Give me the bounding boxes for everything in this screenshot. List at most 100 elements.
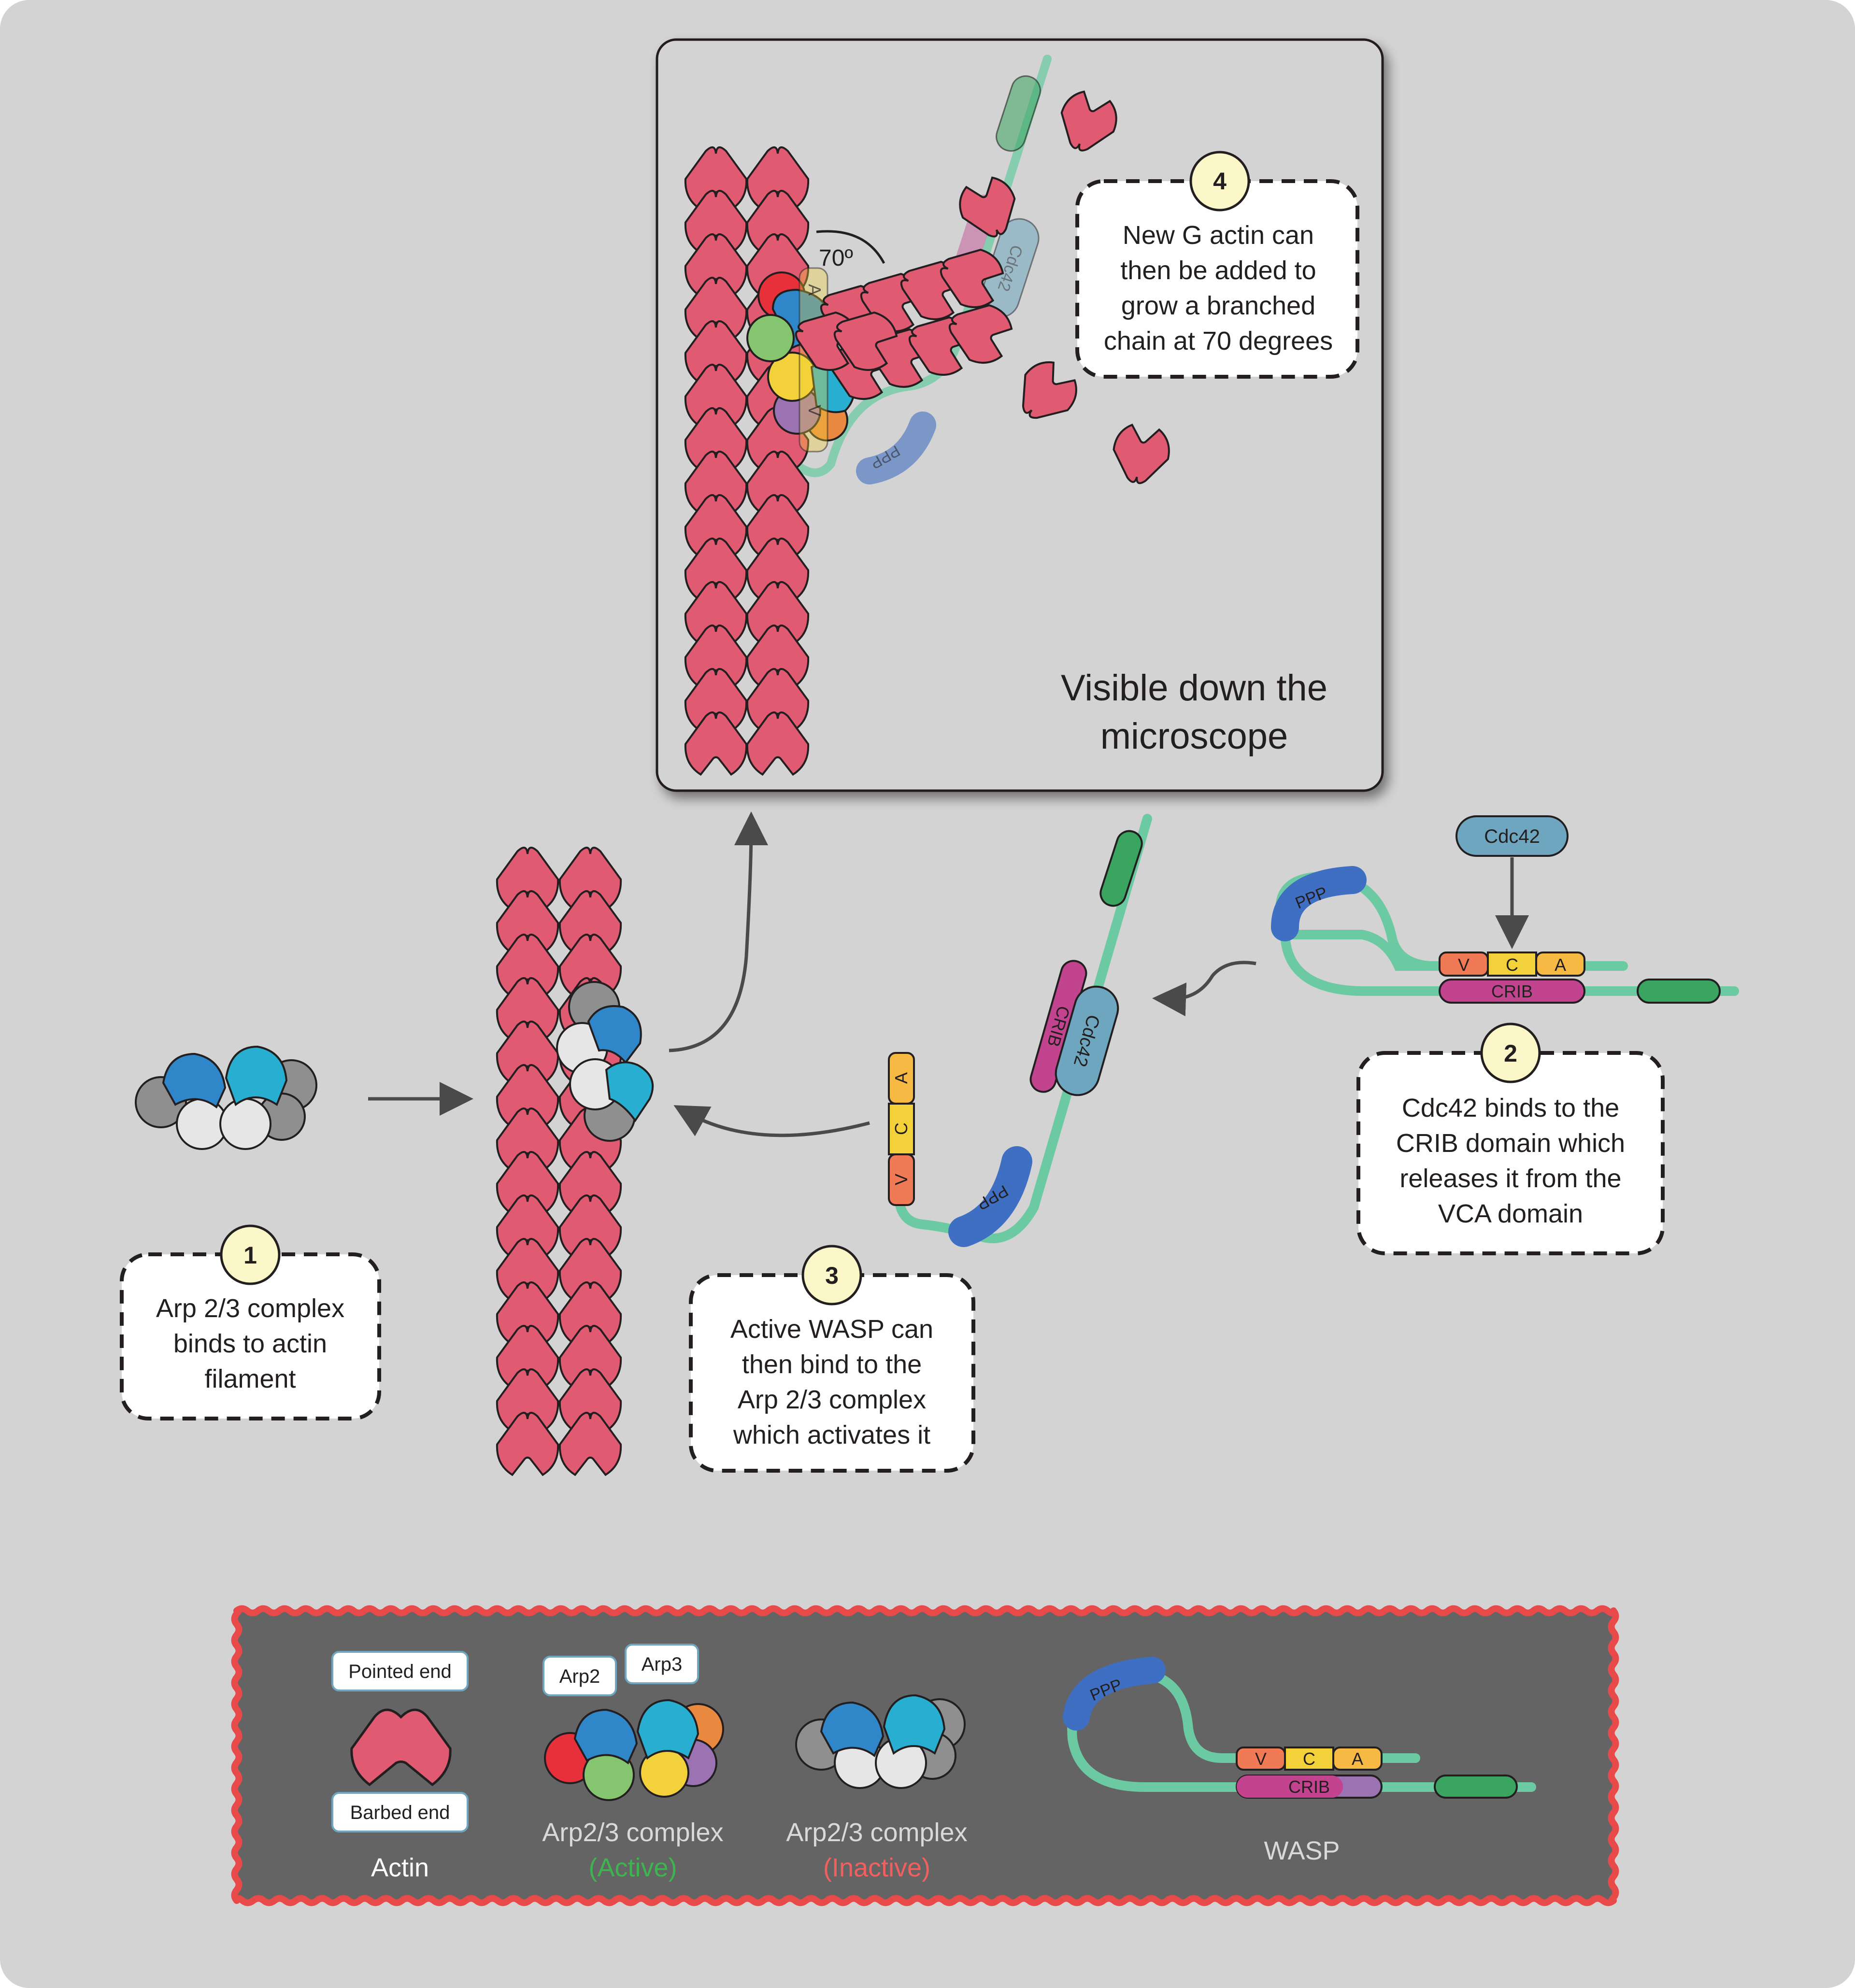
branch-actin-9 [833,311,898,371]
step-1-box: 1 Arp 2/3 complex binds to actin filamen… [120,1224,381,1420]
step-3-number: 3 [825,1262,839,1289]
step-2-number-badge [1480,1022,1541,1083]
free-g-actin-3 [1113,424,1170,484]
step-4-line-3: grow a branched [1121,291,1315,320]
step-1-number-badge [220,1224,281,1285]
active-wasp-green-tip [1099,830,1143,907]
legend-active-status: (Active) [588,1853,677,1882]
inset-vca-a: A [805,284,825,296]
inactive-wasp-ppp [1271,866,1367,941]
step1-complex-arp3 [225,1045,288,1107]
step-1-inactive-arp23-complex [135,1045,317,1150]
step-3-line-3: Arp 2/3 complex [738,1385,926,1414]
active-wasp-ppp [948,1146,1032,1247]
cdc42-free-label: Cdc42 [1484,826,1540,847]
legend-wasp-c: C [1303,1749,1315,1769]
cdc42-free [1455,815,1569,857]
inactive-vca-c [1487,951,1537,977]
step-2-line-3: releases it from the [1399,1164,1621,1193]
inset-actin-right-13 [746,711,810,776]
step1-complex-light-right [219,1098,271,1150]
inset-branched-filament [795,248,1013,400]
step-1-number: 1 [243,1242,257,1269]
step-1-line-2: binds to actin [173,1329,327,1358]
legend-wasp-a: A [1352,1749,1363,1769]
legend-wasp-icon: PPP V C A CRIB [1063,1657,1536,1799]
inactive-vca-v-label: V [1458,955,1470,975]
legend-actin-icon [350,1708,452,1787]
legend: Pointed end Barbed end Actin Arp2 Arp3 A… [231,1605,1619,1906]
step-4-box: 4 New G actin can then be added to grow … [1075,151,1359,379]
active-vca-v-label: V [891,1174,911,1185]
active-wasp-vca: A C V [888,1052,915,1206]
step-2-frame [1356,1051,1665,1255]
legend-barbed-end-tag [331,1792,469,1832]
free-g-actin-0 [1060,90,1117,152]
step-4-number-badge [1189,151,1250,212]
step-2-inactive-wasp: PPP V C A CRIB Cdc42 [1271,815,1739,1004]
legend-pointed-end: Pointed end [348,1661,452,1682]
middle-complex-arp2 [587,1005,642,1065]
active-wasp-cdc42 [1055,985,1119,1096]
inactive-vca-a [1535,951,1585,977]
step-3-line-2: then bind to the [742,1350,922,1379]
step-4-line-1: New G actin can [1123,221,1314,250]
legend-inactive-status: (Inactive) [823,1853,930,1882]
active-vca-c [888,1103,915,1155]
step-2-box: 2 Cdc42 binds to the CRIB domain which r… [1356,1022,1665,1255]
inset-vca-v: V [805,405,825,416]
step-4-line-2: then be added to [1120,256,1316,285]
arrow-wasp-to-complex [673,1105,870,1137]
free-g-actin-2 [1022,361,1077,419]
legend-actin-label: Actin [371,1853,429,1882]
step-3-active-wasp: CRIB Cdc42 PPP A C V [888,814,1152,1247]
inactive-wasp-green-tip [1637,979,1721,1004]
inset-green-tip [996,75,1041,152]
step-4-number: 4 [1213,168,1227,195]
inactive-crib-label: CRIB [1491,981,1533,1001]
active-vca-c-label: C [891,1122,911,1135]
legend-inactive-title: Arp2/3 complex [786,1818,967,1847]
step-3-box: 3 Active WASP can then bind to the Arp 2… [689,1245,975,1473]
step-3-line-1: Active WASP can [730,1315,933,1344]
middle-actin-left-13 [496,1412,559,1477]
inactive-vca-c-label: C [1506,955,1518,975]
inset-caption-line-2: microscope [1100,716,1288,757]
branch-actin-7 [948,304,1013,364]
legend-inactive-complex-icon [795,1694,966,1789]
legend-pointed-end-tag [331,1651,469,1691]
middle-complex-arp3 [605,1061,654,1122]
arrow-step2-to-step3 [1152,961,1256,1017]
inset-arp-green [746,314,795,362]
step-2-line-1: Cdc42 binds to the [1402,1093,1619,1122]
inactive-vca-a-label: A [1555,955,1566,975]
legend-active-complex-icon [544,1699,724,1801]
legend-wasp-label: WASP [1264,1836,1340,1865]
step-2-line-2: CRIB domain which [1396,1129,1625,1158]
step-2-line-4: VCA domain [1438,1199,1583,1228]
step-1-line-1: Arp 2/3 complex [156,1294,344,1323]
legend-arp2: Arp2 [559,1666,600,1687]
angle-arc [816,230,885,264]
legend-arp3: Arp3 [642,1654,683,1675]
legend-active-title: Arp2/3 complex [542,1818,723,1847]
step-2-number: 2 [1504,1040,1517,1067]
angle-label: 70º [819,245,853,271]
step1-complex-arp2 [162,1052,227,1109]
inset-caption-line-1: Visible down the [1061,667,1327,709]
middle-actin-right-13 [558,1412,622,1477]
inactive-crib [1439,979,1585,1004]
legend-wasp-crib: CRIB [1288,1777,1330,1797]
step-1-line-3: filament [204,1364,296,1393]
step-4-line-4: chain at 70 degrees [1104,327,1333,355]
inset-actin-left-13 [684,711,748,776]
legend-barbed-end: Barbed end [350,1802,450,1823]
branch-actin-3 [940,248,1004,308]
free-g-actin-1 [959,176,1016,238]
inset-ppp-domain [856,412,936,484]
legend-arp2-tag [542,1656,617,1696]
active-vca-a-label: A [891,1072,911,1084]
legend-arp3-tag [625,1644,699,1684]
